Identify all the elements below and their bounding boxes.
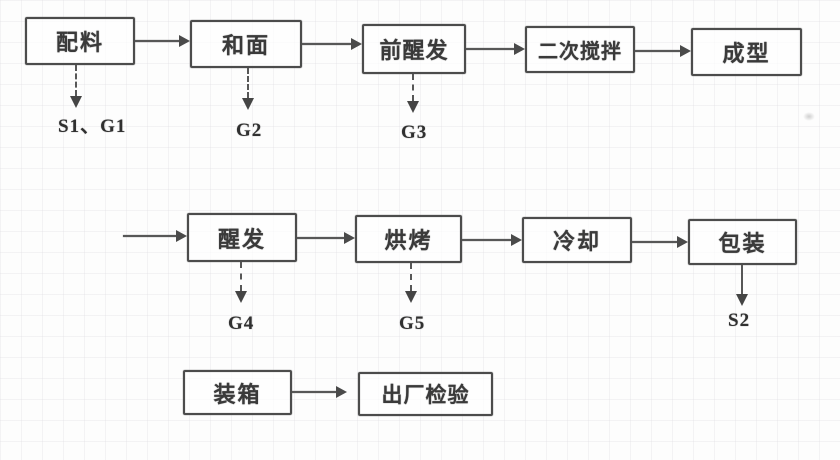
box-packaging: 包装 (688, 219, 797, 265)
arrow-casing-to-inspection (292, 386, 347, 398)
branch-arrow-ingredients (70, 65, 82, 108)
box-baking: 烘烤 (355, 215, 462, 263)
arrow-baking-to-cooling (462, 234, 522, 246)
ccp-label-g2: G2 (236, 120, 263, 141)
ccp-label-s1-g1: S1、G1 (58, 116, 127, 137)
ccp-label-g4: G4 (228, 313, 255, 334)
arrow-incoming-to-proofing (123, 230, 187, 242)
branch-arrow-packaging (736, 265, 748, 306)
box-casing: 装箱 (183, 370, 292, 415)
arrow-cooling-to-packaging (632, 236, 688, 248)
box-dough-mixing: 和面 (190, 20, 302, 68)
box-factory-inspection: 出厂检验 (358, 372, 493, 416)
ccp-label-g3: G3 (401, 122, 428, 143)
box-ingredients: 配料 (25, 17, 135, 65)
box-proofing: 醒发 (187, 213, 297, 262)
box-forming: 成型 (691, 28, 802, 76)
ccp-label-s2: S2 (728, 310, 751, 331)
branch-arrow-dough-mixing (242, 68, 254, 110)
scan-smudge (803, 112, 815, 121)
box-pre-proofing: 前醒发 (362, 24, 466, 74)
arrow-pre-proofing-to-second-mixing (466, 43, 525, 55)
box-cooling: 冷却 (522, 217, 632, 263)
arrow-second-mixing-to-forming (635, 45, 691, 57)
branch-arrow-proofing (235, 262, 247, 303)
box-second-mixing: 二次搅拌 (525, 26, 635, 73)
branch-arrow-baking (405, 263, 417, 303)
ccp-label-g5: G5 (399, 313, 426, 334)
arrow-proofing-to-baking (297, 232, 355, 244)
arrow-dough-mixing-to-pre-proofing (302, 38, 362, 50)
arrow-ingredients-to-dough-mixing (135, 35, 190, 47)
branch-arrow-pre-proofing (407, 74, 419, 113)
